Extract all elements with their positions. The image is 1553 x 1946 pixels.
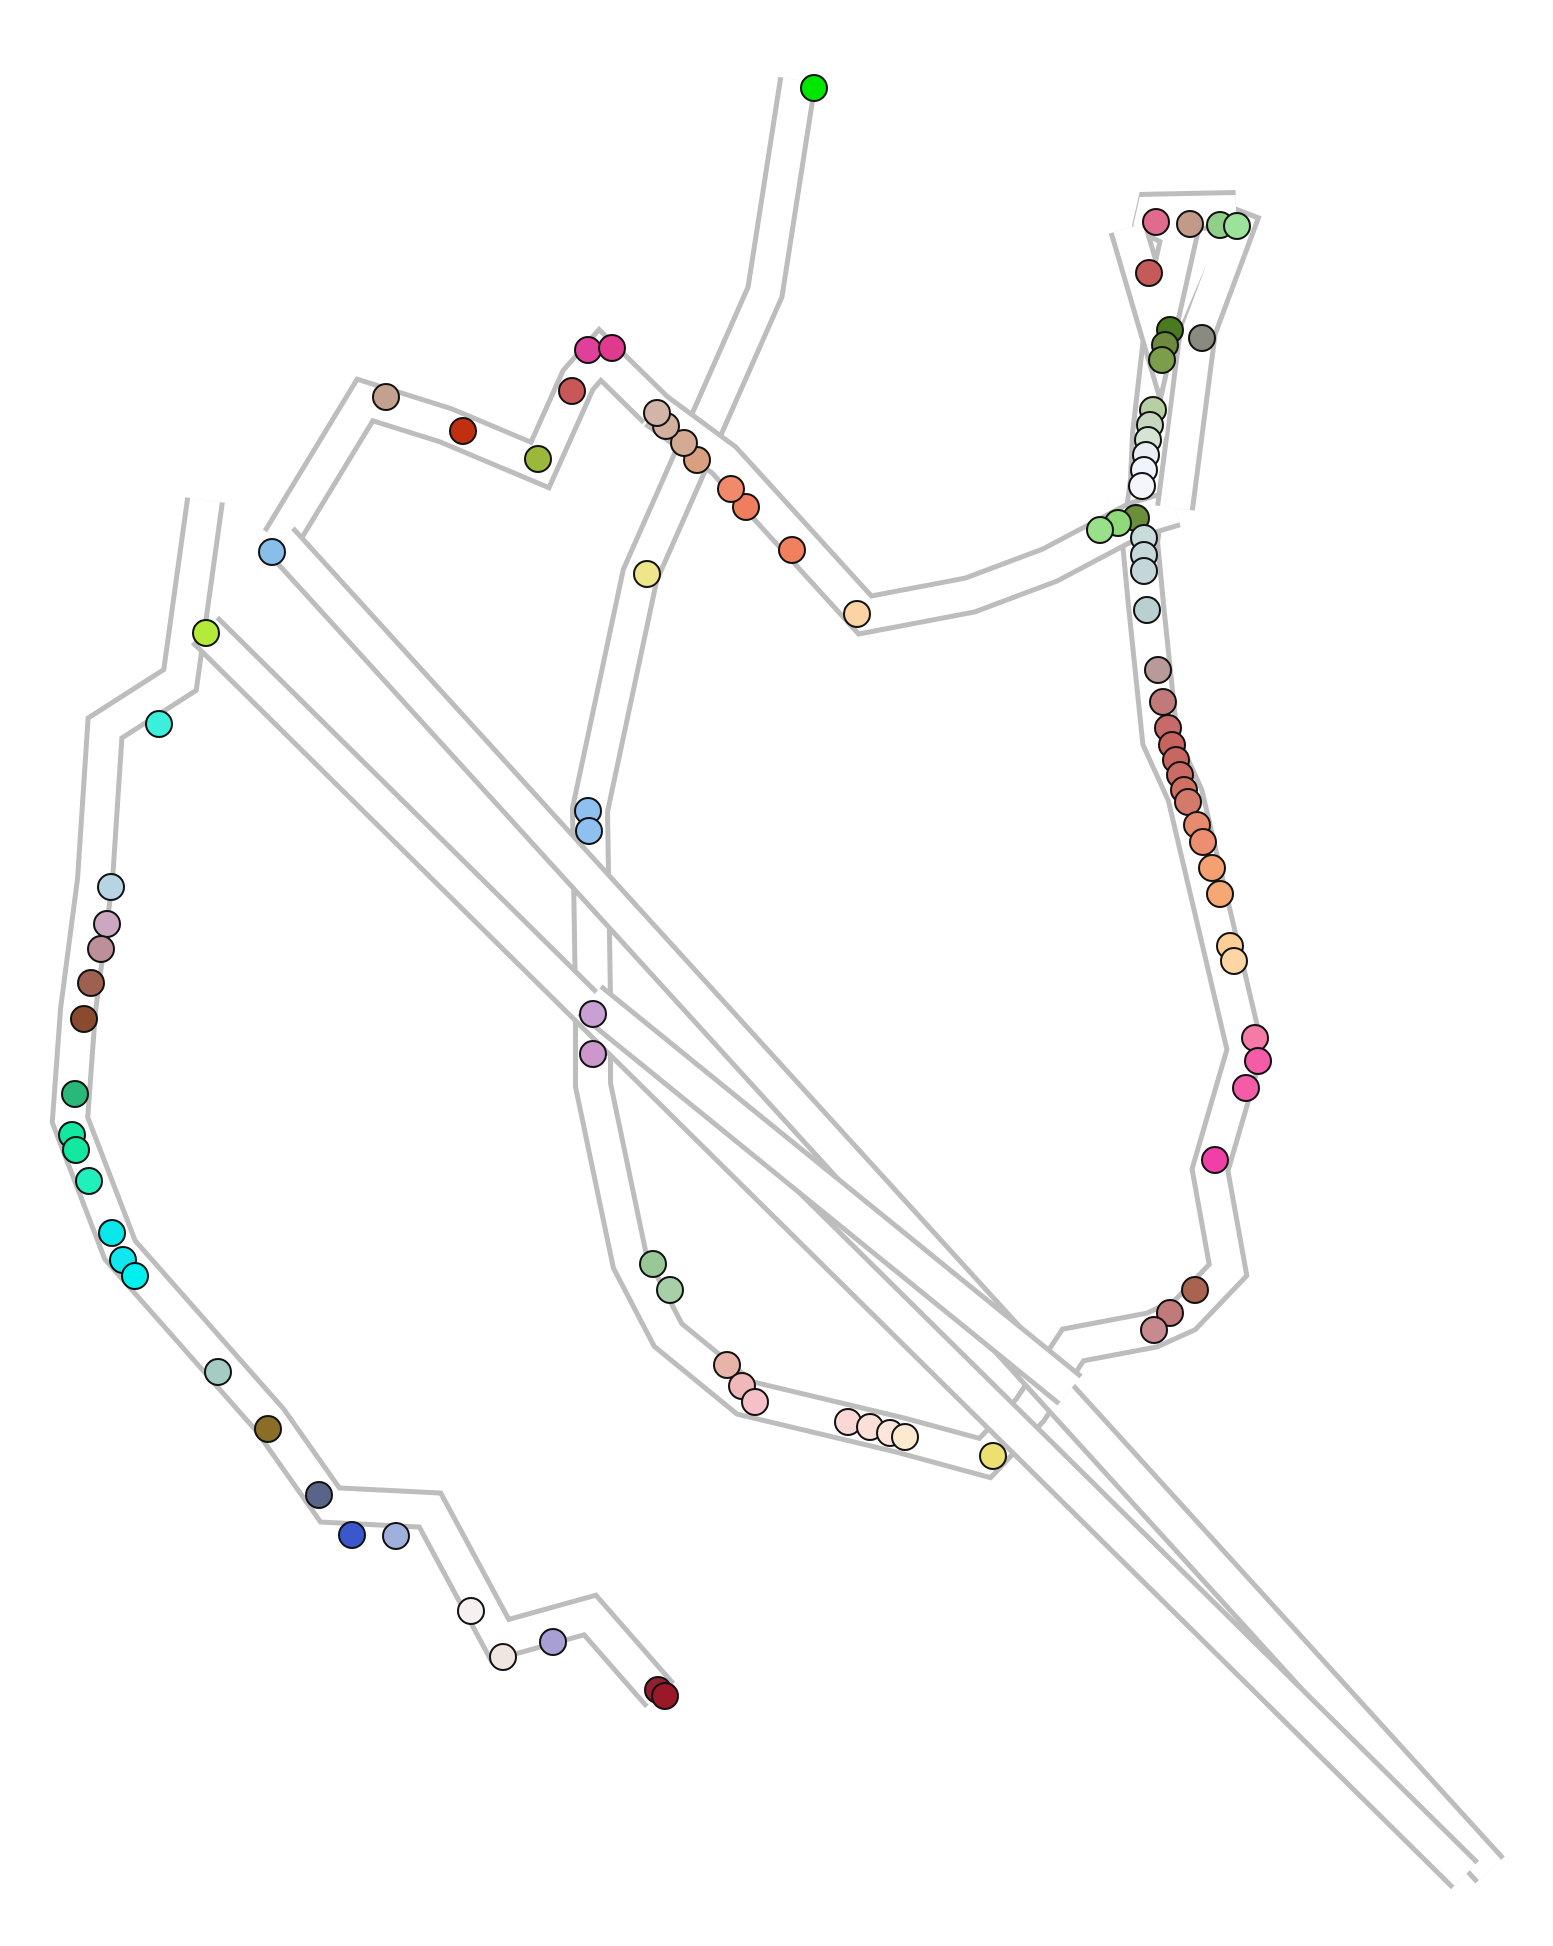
road-long-diagonal-b-fill	[194, 619, 1476, 1886]
station-marker-93	[382, 1522, 410, 1550]
station-marker-24	[1144, 656, 1172, 684]
station-marker-5	[1223, 212, 1251, 240]
road-left-loop-fill	[54, 497, 672, 1705]
station-marker-38	[1241, 1024, 1269, 1052]
station-marker-67	[643, 399, 671, 427]
station-marker-61	[778, 536, 806, 564]
station-marker-98	[651, 1682, 679, 1710]
station-marker-95	[489, 1643, 517, 1671]
station-marker-25	[1149, 688, 1177, 716]
road-left-loop	[49, 497, 676, 1709]
station-marker-56	[579, 1040, 607, 1068]
marker-layer	[58, 74, 1272, 1710]
station-marker-89	[204, 1358, 232, 1386]
station-marker-2	[1142, 208, 1170, 236]
station-marker-91	[305, 1481, 333, 1509]
station-marker-1	[800, 74, 828, 102]
station-marker-68	[574, 336, 602, 364]
station-marker-34	[1198, 854, 1226, 882]
station-marker-81	[70, 1005, 98, 1033]
road-upper-left	[262, 325, 671, 551]
station-marker-80	[77, 969, 105, 997]
station-marker-55	[579, 1000, 607, 1028]
station-marker-50	[713, 1351, 741, 1379]
station-marker-40	[1232, 1074, 1260, 1102]
station-marker-78	[93, 910, 121, 938]
station-marker-84	[62, 1136, 90, 1164]
station-marker-74	[258, 538, 286, 566]
station-marker-79	[87, 935, 115, 963]
station-marker-54	[656, 1276, 684, 1304]
station-marker-10	[1188, 324, 1216, 352]
station-marker-49	[891, 1423, 919, 1451]
station-marker-43	[1156, 1299, 1184, 1327]
road-mid-diagonal	[577, 984, 1083, 1406]
station-marker-72	[449, 417, 477, 445]
station-marker-44	[1140, 1316, 1168, 1344]
station-marker-16	[1128, 472, 1156, 500]
station-marker-9	[1148, 346, 1176, 374]
station-marker-75	[192, 619, 220, 647]
station-marker-88	[121, 1262, 149, 1290]
station-marker-86	[98, 1219, 126, 1247]
station-marker-52	[741, 1388, 769, 1416]
station-marker-71	[524, 445, 552, 473]
station-marker-35	[1206, 880, 1234, 908]
station-marker-3	[1176, 210, 1204, 238]
station-marker-85	[75, 1167, 103, 1195]
station-marker-59	[633, 560, 661, 588]
station-marker-94	[457, 1597, 485, 1625]
road-long-diagonal-a	[265, 526, 1505, 1884]
station-marker-60	[843, 600, 871, 628]
station-marker-96	[539, 1628, 567, 1656]
station-marker-42	[1181, 1276, 1209, 1304]
station-marker-90	[254, 1415, 282, 1443]
station-marker-53	[639, 1250, 667, 1278]
station-marker-63	[717, 475, 745, 503]
station-marker-45	[979, 1442, 1007, 1470]
station-marker-39	[1244, 1047, 1272, 1075]
station-marker-92	[338, 1521, 366, 1549]
road-network	[49, 76, 1505, 1890]
road-long-diagonal-a-fill	[268, 529, 1502, 1881]
road-long-diagonal-b	[190, 615, 1480, 1890]
station-marker-23	[1133, 596, 1161, 624]
station-marker-82	[61, 1080, 89, 1108]
road-mid-diagonal-fill	[580, 988, 1080, 1402]
station-marker-76	[145, 710, 173, 738]
station-marker-69	[598, 334, 626, 362]
station-marker-33	[1189, 828, 1217, 856]
station-marker-62	[732, 493, 760, 521]
station-marker-65	[670, 429, 698, 457]
station-marker-70	[558, 377, 586, 405]
station-marker-19	[1086, 516, 1114, 544]
station-marker-41	[1201, 1146, 1229, 1174]
station-marker-22	[1130, 557, 1158, 585]
station-marker-37	[1220, 947, 1248, 975]
station-marker-73	[372, 383, 400, 411]
station-marker-77	[97, 873, 125, 901]
station-marker-6	[1135, 259, 1163, 287]
station-marker-58	[575, 817, 603, 845]
